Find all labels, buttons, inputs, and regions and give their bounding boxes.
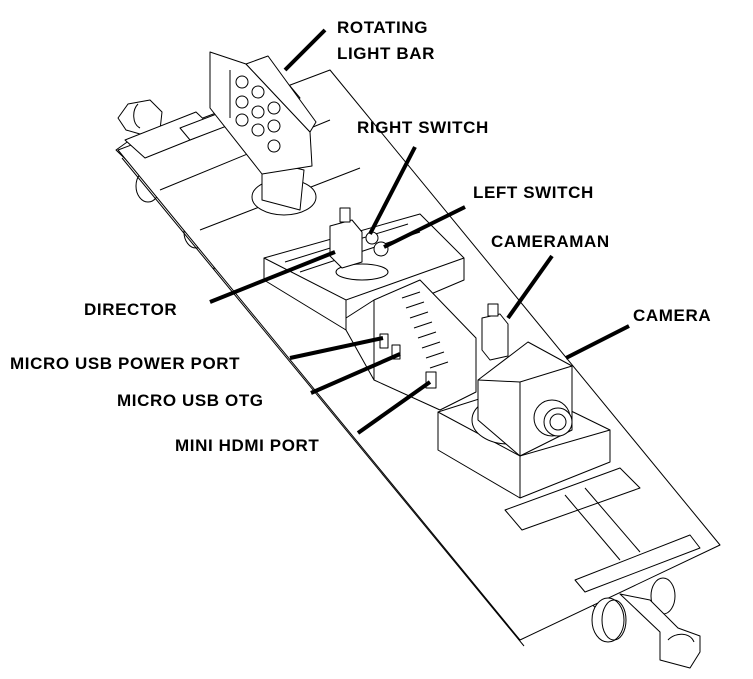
leader-micro-usb-otg [310,352,401,395]
label-rotating-light-bar-line2: LIGHT BAR [337,44,435,63]
mini-hdmi-socket [425,371,437,389]
camera-illustration [437,303,611,499]
micro-usb-otg-socket [391,344,401,360]
label-mini-hdmi-port: MINI HDMI PORT [175,436,319,455]
leader-rotating-light-bar [283,28,327,72]
label-director: DIRECTOR [84,300,177,319]
leader-mini-hdmi-port [356,380,432,435]
leader-cameraman [506,254,554,320]
leader-micro-usb-power-port [289,336,384,360]
label-camera: CAMERA [633,306,711,325]
rotating-light-bar-illustration [209,51,317,216]
front-deck [504,467,701,593]
front-coupler [591,577,701,669]
leader-camera [565,324,630,360]
label-left-switch: LEFT SWITCH [473,183,594,202]
leader-director [209,250,336,304]
label-right-switch: RIGHT SWITCH [357,118,489,137]
leader-right-switch [368,146,417,235]
light-bar-lamps [235,75,281,153]
leader-lines [209,28,630,435]
label-micro-usb-otg: MICRO USB OTG [117,391,264,410]
label-cameraman: CAMERAMAN [491,232,610,251]
label-micro-usb-power-port: MICRO USB POWER PORT [10,354,240,373]
micro-usb-power-port-socket [379,333,389,349]
label-rotating-light-bar-line1: ROTATING [337,18,428,37]
callout-labels: ROTATING LIGHT BAR RIGHT SWITCH LEFT SWI… [10,18,711,455]
leader-left-switch [383,205,466,249]
vent-slots [401,291,449,369]
cameraman-figure [481,303,509,361]
